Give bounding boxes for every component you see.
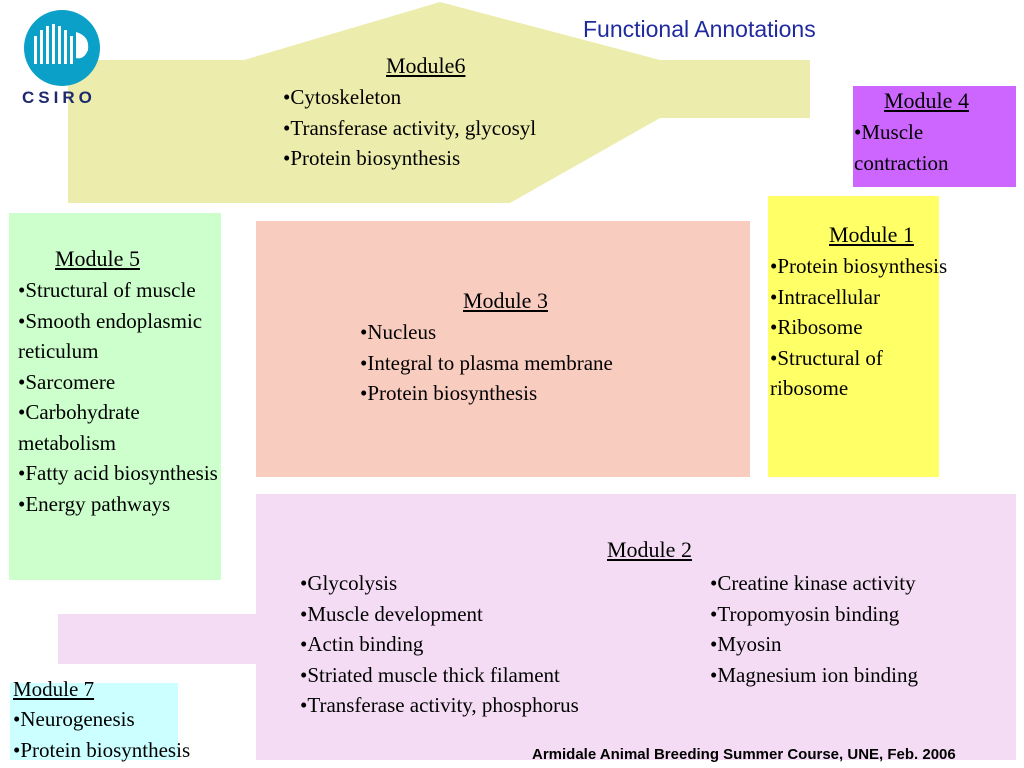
module3-title: Module 3: [463, 288, 548, 313]
module6-title: Module6: [386, 53, 466, 78]
module5-list: Structural of muscle Smooth endoplasmic …: [18, 275, 268, 519]
list-item: Intracellular: [770, 282, 992, 313]
module2-list-right: Creatine kinase activity Tropomyosin bin…: [710, 568, 1010, 690]
module7-text: Module 7 Neurogenesis Protein biosynthes…: [13, 676, 243, 765]
list-item: Integral to plasma membrane: [360, 348, 690, 379]
module7-title: Module 7: [13, 677, 95, 701]
list-item: Muscle development: [300, 599, 660, 630]
list-item: Protein biosynthesis: [770, 251, 992, 282]
module1-title: Module 1: [829, 222, 914, 247]
module7-list: Neurogenesis Protein biosynthesis: [13, 704, 243, 765]
list-item: Neurogenesis: [13, 704, 243, 735]
list-item: Magnesium ion binding: [710, 660, 1010, 691]
list-item: Transferase activity, phosphorus: [300, 690, 660, 721]
list-item: Ribosome: [770, 312, 992, 343]
list-item: Carbohydrate metabolism: [18, 397, 178, 458]
list-item: Sarcomere: [18, 367, 268, 398]
module6-text: Module6 Cytoskeleton Transferase activit…: [283, 53, 623, 174]
list-item: Striated muscle thick filament: [300, 660, 660, 691]
list-item: Creatine kinase activity: [710, 568, 1010, 599]
list-item: Nucleus: [360, 317, 690, 348]
list-item: Myosin: [710, 629, 1010, 660]
list-item: Smooth endoplasmic reticulum: [18, 306, 250, 367]
module3-list: Nucleus Integral to plasma membrane Prot…: [360, 317, 690, 409]
csiro-logo-text: CSIRO: [22, 88, 96, 107]
list-item: Structural of ribosome: [770, 343, 920, 404]
list-item: Transferase activity, glycosyl: [283, 113, 623, 144]
list-item: Protein biosynthesis: [13, 735, 243, 766]
list-item: Protein biosynthesis: [360, 378, 690, 409]
module1-text: Module 1 Protein biosynthesis Intracellu…: [770, 222, 992, 404]
list-item: Muscle contraction: [854, 117, 1014, 178]
module4-list: Muscle contraction: [854, 117, 1014, 178]
module3-text: Module 3 Nucleus Integral to plasma memb…: [360, 288, 690, 409]
list-item: Cytoskeleton: [283, 82, 623, 113]
list-item: Structural of muscle: [18, 275, 268, 306]
slide-footer: Armidale Animal Breeding Summer Course, …: [532, 746, 956, 763]
list-item: Fatty acid biosynthesis: [18, 458, 268, 489]
module6-list: Cytoskeleton Transferase activity, glyco…: [283, 82, 623, 174]
module5-title: Module 5: [55, 246, 140, 271]
module4-title: Module 4: [884, 88, 969, 113]
list-item: Tropomyosin binding: [710, 599, 1010, 630]
slide-title: Functional Annotations: [583, 16, 816, 42]
module1-list: Protein biosynthesis Intracellular Ribos…: [770, 251, 992, 404]
list-item: Protein biosynthesis: [283, 143, 623, 174]
list-item: Actin binding: [300, 629, 660, 660]
list-item: Glycolysis: [300, 568, 660, 599]
module5-text: Module 5 Structural of muscle Smooth end…: [18, 246, 268, 519]
module4-text: Module 4 Muscle contraction: [854, 88, 1014, 178]
list-item: Energy pathways: [18, 489, 268, 520]
csiro-logo: CSIRO: [14, 6, 110, 110]
csiro-emblem-icon: [24, 10, 100, 86]
module2-title: Module 2: [607, 537, 692, 562]
module2-list-left: Glycolysis Muscle development Actin bind…: [300, 568, 660, 721]
